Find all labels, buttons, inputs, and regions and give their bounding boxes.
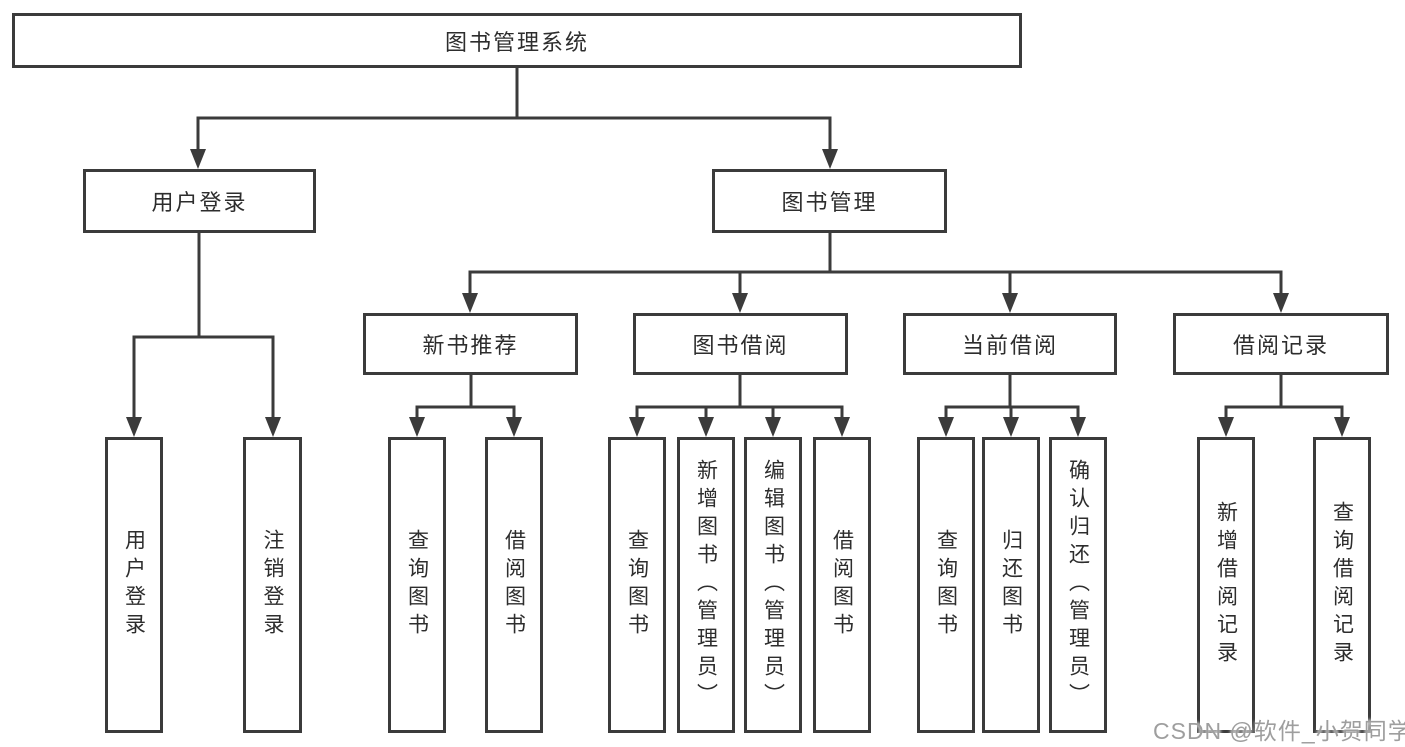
leaf-user-login: 用户登录 (105, 437, 163, 733)
leaf-return-books-label: 归还图书 (999, 529, 1023, 641)
leaf-recommend-query-books-label: 查询图书 (405, 529, 429, 641)
node-user-login-label: 用户登录 (151, 190, 248, 215)
leaf-borrowing-query-books: 查询图书 (608, 437, 666, 733)
leaf-query-borrow-record-label: 查询借阅记录 (1330, 501, 1354, 669)
leaf-confirm-return-admin: 确认归还（管理员） (1049, 437, 1107, 733)
node-current-borrowing-label: 当前借阅 (961, 333, 1058, 358)
node-root: 图书管理系统 (12, 13, 1022, 68)
leaf-logout-label: 注销登录 (261, 529, 285, 641)
node-borrowing-records-label: 借阅记录 (1232, 333, 1329, 358)
leaf-current-query-books: 查询图书 (917, 437, 975, 733)
leaf-add-book-admin-label: 新增图书（管理员） (694, 459, 718, 711)
leaf-user-login-label: 用户登录 (122, 529, 146, 641)
connector-lines (132, 66, 1344, 421)
node-borrowing-records: 借阅记录 (1173, 313, 1389, 375)
leaf-logout: 注销登录 (243, 437, 302, 733)
node-book-management-label: 图书管理 (781, 190, 878, 215)
leaf-confirm-return-admin-label: 确认归还（管理员） (1066, 459, 1090, 711)
leaf-current-query-books-label: 查询图书 (934, 529, 958, 641)
connector-arrowheads (126, 149, 1350, 437)
node-new-book-recommend: 新书推荐 (363, 313, 578, 375)
leaf-return-books: 归还图书 (982, 437, 1040, 733)
leaf-recommend-borrow-books: 借阅图书 (485, 437, 543, 733)
leaf-add-borrow-record: 新增借阅记录 (1197, 437, 1255, 733)
leaf-edit-book-admin: 编辑图书（管理员） (744, 437, 802, 733)
node-new-book-recommend-label: 新书推荐 (422, 333, 519, 358)
leaf-recommend-query-books: 查询图书 (388, 437, 446, 733)
node-book-borrowing-label: 图书借阅 (692, 333, 789, 358)
leaf-add-book-admin: 新增图书（管理员） (677, 437, 735, 733)
node-root-label: 图书管理系统 (444, 29, 589, 55)
leaf-borrow-books-label: 借阅图书 (830, 529, 854, 641)
leaf-edit-book-admin-label: 编辑图书（管理员） (761, 459, 785, 711)
leaf-add-borrow-record-label: 新增借阅记录 (1214, 501, 1238, 669)
leaf-borrow-books: 借阅图书 (813, 437, 871, 733)
node-book-management: 图书管理 (712, 169, 947, 233)
leaf-borrowing-query-books-label: 查询图书 (625, 529, 649, 641)
leaf-query-borrow-record: 查询借阅记录 (1313, 437, 1371, 733)
watermark: CSDN @软件_小贺同学 (1153, 718, 1405, 744)
node-current-borrowing: 当前借阅 (903, 313, 1117, 375)
node-book-borrowing: 图书借阅 (633, 313, 848, 375)
node-user-login: 用户登录 (83, 169, 316, 233)
leaf-recommend-borrow-books-label: 借阅图书 (502, 529, 526, 641)
